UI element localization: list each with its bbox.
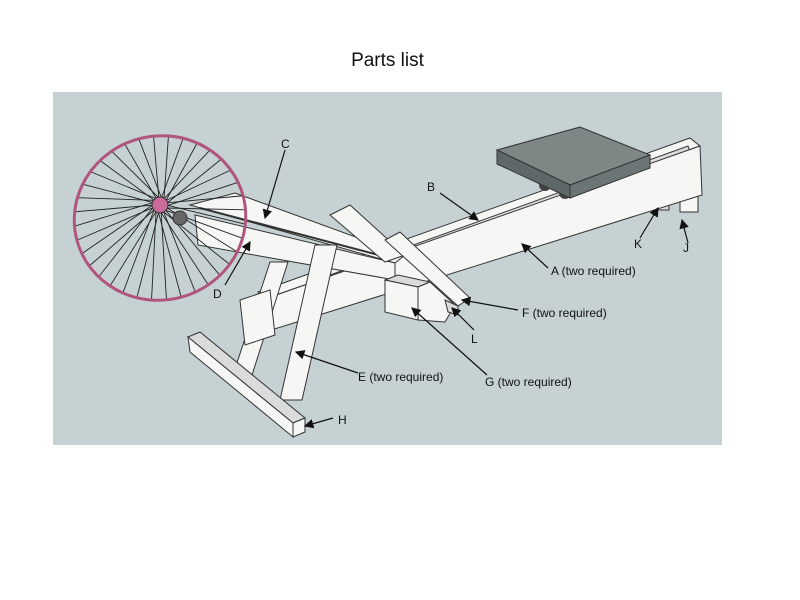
label-h: H — [338, 413, 347, 427]
wheel-spoke — [90, 171, 159, 200]
page-title: Parts list — [351, 50, 424, 71]
wheel-rim — [72, 134, 248, 302]
wheel-spoke — [165, 158, 222, 205]
label-j: J — [683, 241, 689, 255]
part-e-front-leg — [279, 244, 338, 401]
wheel-spoke — [163, 135, 169, 201]
arrow-b — [439, 192, 479, 221]
wheel-spoke — [98, 205, 155, 278]
wheel-spoke — [74, 201, 155, 227]
wheel-spoke — [157, 210, 182, 298]
wheel-spoke — [164, 142, 198, 203]
arrow-d — [224, 240, 251, 286]
label-d: D — [213, 287, 222, 301]
seat — [495, 126, 652, 199]
arrow-c — [262, 149, 286, 220]
flywheel — [72, 134, 248, 302]
label-f: F (two required) — [522, 306, 607, 320]
arrow-k — [639, 206, 659, 239]
wheel-spoke — [81, 203, 155, 255]
arrow-l — [451, 307, 475, 331]
arrow-h — [303, 417, 334, 429]
wheel-spoke — [111, 150, 161, 200]
wheel-hub — [151, 196, 169, 214]
part-g-block — [383, 274, 456, 323]
part-e-brace — [239, 289, 276, 346]
wheel-spoke — [122, 207, 156, 294]
label-g: G (two required) — [485, 375, 572, 389]
label-b: B — [427, 180, 435, 194]
arrow-f — [460, 296, 519, 311]
label-k: K — [634, 237, 642, 251]
wheel-spoke — [138, 138, 163, 200]
wheel-spoke — [165, 207, 246, 211]
arrow-a — [521, 243, 549, 269]
arrow-j — [679, 218, 689, 244]
wheel-spoke — [151, 209, 157, 301]
part-c-chain — [199, 207, 391, 259]
label-c: C — [281, 137, 290, 151]
label-a: A (two required) — [551, 264, 636, 278]
wheel-spoke — [165, 195, 244, 204]
label-e: E (two required) — [358, 370, 443, 384]
arrow-e — [294, 350, 359, 374]
arrow-g — [411, 307, 488, 376]
part-h-foot — [187, 331, 306, 439]
wheel-spoke — [159, 210, 209, 286]
label-l: L — [471, 332, 478, 346]
sprocket — [172, 210, 188, 226]
wheel-spoke — [77, 197, 157, 201]
